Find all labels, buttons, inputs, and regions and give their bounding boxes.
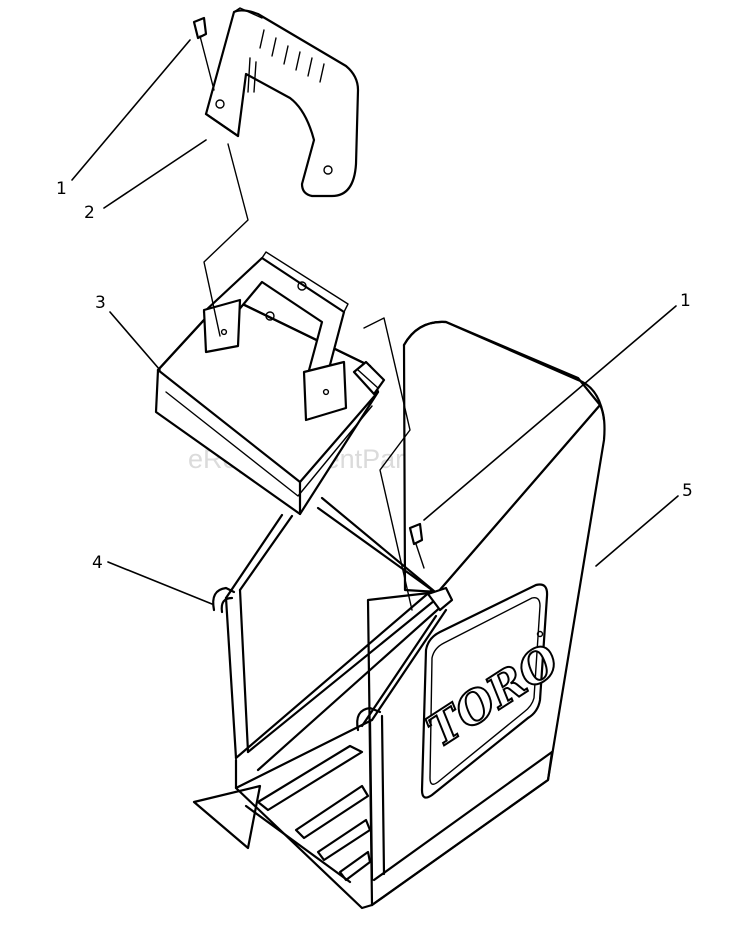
svg-text:1: 1 (680, 291, 691, 311)
callout-top-frame: 3 (95, 293, 161, 371)
callout-grass-bag: 5 (595, 481, 693, 567)
screw-right (408, 522, 425, 569)
bag-frame (192, 496, 454, 910)
alignment-line-left (203, 143, 249, 337)
svg-text:1: 1 (56, 179, 67, 199)
svg-text:4: 4 (92, 553, 103, 573)
svg-text:3: 3 (95, 293, 106, 313)
handle-cap (204, 7, 360, 198)
callout-screw-right: 1 (423, 291, 691, 521)
callout-screw-top: 1 (56, 39, 191, 199)
top-frame (154, 251, 386, 516)
alignment-line-right (363, 317, 413, 611)
bag-flap (192, 784, 262, 850)
grass-bag: TORO (366, 320, 606, 907)
callout-handle-cap: 2 (84, 139, 207, 223)
screw-top (192, 16, 215, 91)
svg-text:5: 5 (682, 481, 693, 501)
svg-text:2: 2 (84, 203, 95, 223)
callout-frame-bracket: 4 (92, 553, 213, 605)
